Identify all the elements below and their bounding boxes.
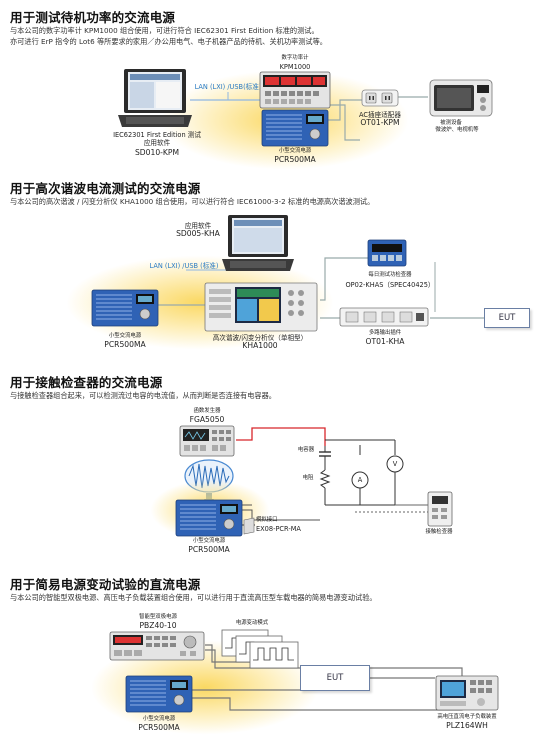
plz-name: 高电压直流电子负载装置: [437, 714, 497, 720]
harmonic-analyzer-icon: [204, 282, 318, 332]
section1-desc-line2: 亦可进行 ErP 指令的 Lot6 等所要求的家用／办公用电气、电子机器产品的待…: [10, 37, 327, 46]
flicker-checker-icon: [367, 239, 407, 267]
section2-link-label: LAN (LXI) /USB (标准): [149, 262, 219, 270]
kpm1000-model: KPM1000: [279, 63, 311, 71]
ammeter-label: A: [357, 476, 363, 484]
outlet-name: 多路输出插件: [368, 330, 402, 336]
section1-title: 用于测试待机功率的交流电源: [10, 10, 176, 25]
psu2-model: PCR500MA: [104, 340, 146, 349]
section1-link-label: LAN (LXI) /USB(标准): [194, 83, 262, 91]
section1-diagram: [190, 92, 428, 141]
voltmeter-icon: [386, 455, 404, 473]
multi-outlet-icon: [339, 307, 429, 327]
pbz-name: 智能型双极电源: [139, 614, 177, 620]
power-meter-icon: [259, 71, 331, 109]
electronic-load-icon: [435, 675, 499, 711]
kpm1000-name: 数字功率计: [281, 55, 309, 61]
psu4-name: 小型交流电源: [142, 716, 176, 722]
bipolar-power-supply-icon: [109, 631, 205, 661]
resistor-label: 电阻: [302, 475, 314, 481]
pattern-pages-icon: [221, 629, 299, 669]
kha1000-model: KHA1000: [242, 341, 278, 350]
section1-desc-line1: 与本公司的数字功率计 KPM1000 组合使用，可进行符合 IEC62301 F…: [10, 26, 319, 35]
socket-adapter-icon: [361, 89, 399, 107]
pattern-label: 电源变动模式: [235, 620, 269, 626]
psu1-name: 小型交流电源: [278, 148, 312, 154]
fga-model: FGA5050: [189, 415, 225, 424]
sd010-software-label: IEC62301 First Edition 测试: [113, 131, 201, 139]
dut1-label2: 微波炉、电视机等: [435, 127, 479, 133]
function-generator-icon: [179, 425, 235, 457]
socket-name: AC插座适配器: [359, 111, 401, 119]
interface-model: EX08-PCR-MA: [256, 525, 301, 533]
psu2-name: 小型交流电源: [108, 333, 142, 339]
section2-title: 用于高次谐波电流测试的交流电源: [10, 181, 201, 196]
pbz-model: PBZ40-10: [139, 621, 177, 630]
psu3-model: PCR500MA: [188, 545, 230, 554]
psu1-model: PCR500MA: [274, 155, 316, 164]
section2-desc-line1: 与本公司的高次谐波 / 闪变分析仪 KHA1000 组合使用，可以进行符合 IE…: [10, 197, 375, 206]
sd010-model-label: SD010-KPM: [134, 148, 179, 157]
kha1000-name: 高次谐波/闪变分析仪（单相型）: [212, 334, 308, 342]
microwave-icon: [429, 79, 493, 117]
ac-power-supply3-icon: [175, 499, 243, 537]
interface-name: 模拟接口: [256, 517, 278, 523]
plz-model: PLZ164WH: [446, 721, 488, 730]
section4-desc-line1: 与本公司的智能型双极电源、高压电子负载装置组合使用，可以进行用于直流高压型车载电…: [10, 593, 377, 602]
section3-title: 用于接触检查器的交流电源: [10, 375, 163, 390]
capacitor-label: 电容器: [297, 447, 315, 453]
laptop-icon: [118, 69, 192, 127]
ac-power-supply4-icon: [125, 675, 193, 713]
checker-label: 接触检查器: [425, 529, 453, 535]
laptop2-icon: [222, 215, 294, 271]
psu4-model: PCR500MA: [138, 723, 180, 732]
ac-power-supply-icon: [261, 109, 329, 147]
eut-box-4: EUT: [300, 665, 370, 691]
section3-desc-line1: 与接触检查器组合起来，可以检测流过电容的电流值，从而判断是否连接有电容器。: [10, 391, 276, 400]
eut-box-2: EUT: [484, 308, 530, 328]
contact-checker-icon: [427, 491, 453, 527]
fga-name: 函数发生器: [193, 408, 221, 414]
ammeter-icon: [351, 471, 369, 489]
outlet-model: OT01-KHA: [365, 337, 405, 346]
socket-model: OT01-KPM: [360, 118, 400, 127]
analog-interface-icon: [243, 517, 255, 535]
section4-title: 用于简易电源变动试验的直流电源: [10, 577, 201, 592]
sd005-model: SD005-KHA: [176, 229, 220, 238]
voltmeter-label: V: [392, 460, 398, 468]
ac-power-supply2-icon: [91, 289, 159, 327]
sd005-name: 应用软件: [184, 222, 212, 230]
psu3-name: 小型交流电源: [192, 538, 226, 544]
flicker-name: 每日测试功检查器: [368, 272, 412, 278]
sd010-software-label2: 应用软件: [143, 139, 171, 147]
flicker-model: OP02-KHAS（SPEC40425）: [345, 281, 435, 289]
dut1-label1: 被测设备: [440, 120, 462, 126]
